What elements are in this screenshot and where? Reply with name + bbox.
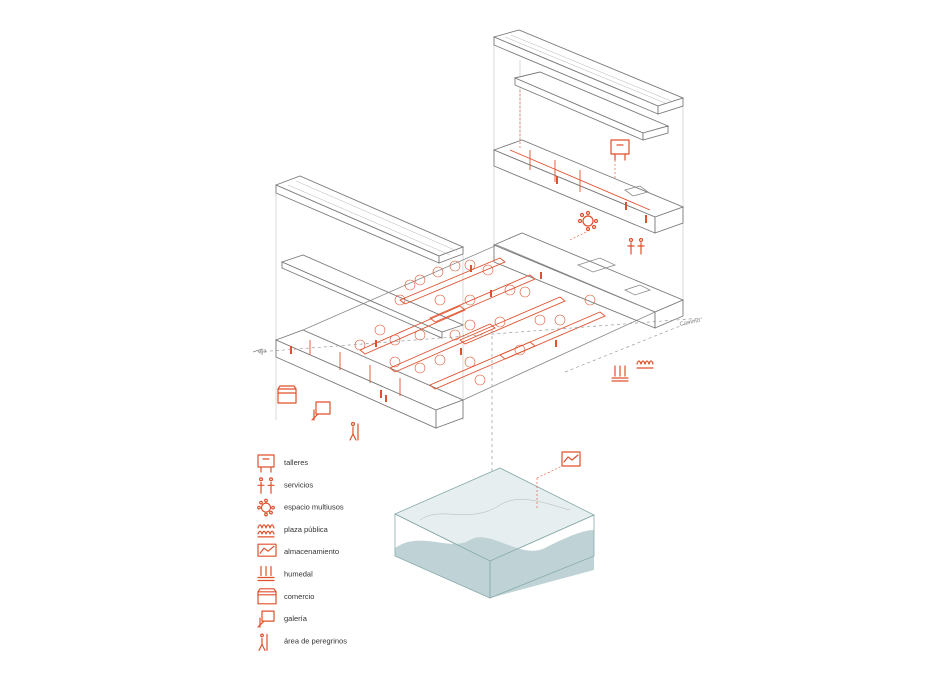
- servicios-icon-diagram: [627, 237, 645, 255]
- legend-label: humedal: [284, 570, 313, 579]
- upper-floor: [492, 139, 685, 234]
- ground-block-right: [492, 232, 685, 329]
- central-plaza: [302, 244, 656, 402]
- legend-item: comercio: [257, 588, 314, 605]
- almacenamiento-icon-diagram: [561, 451, 581, 467]
- legend-label: comercio: [284, 592, 314, 601]
- legend-item: almacenamiento: [257, 543, 339, 557]
- legend-label: galería: [284, 614, 308, 623]
- left-roof-slab: [274, 175, 465, 264]
- talleres-icon-diagram: [610, 139, 630, 161]
- access-axis: Vía Camino: [252, 318, 703, 373]
- espacio-multiusos-icon-diagram: [577, 210, 599, 232]
- galeria-icon-diagram: [311, 401, 331, 421]
- humedal-icon: [257, 565, 275, 582]
- plaza-publica-icon: [257, 524, 275, 538]
- talleres-icon: [257, 454, 275, 473]
- ground-block-left: [274, 329, 465, 429]
- legend-label: servicios: [284, 480, 313, 489]
- left-wing: [274, 175, 465, 429]
- legend-item: área de peregrinos: [258, 633, 347, 652]
- axis-label-right: Camino: [679, 318, 701, 328]
- legend-label: plaza pública: [284, 525, 329, 534]
- comercio-icon: [257, 588, 277, 605]
- legend-item: servicios: [257, 477, 313, 494]
- legend-item: espacio multiusos: [257, 498, 344, 517]
- legend-item: humedal: [257, 565, 313, 582]
- people: [375, 265, 557, 402]
- galeria-icon: [257, 610, 275, 628]
- water-tank: [394, 465, 595, 599]
- legend-item: talleres: [257, 454, 308, 473]
- legend-label: almacenamiento: [284, 547, 339, 556]
- left-middle-slab: [280, 254, 465, 339]
- legend-label: área de peregrinos: [284, 636, 347, 645]
- legend-label: talleres: [284, 458, 308, 467]
- legend-item: galería: [257, 610, 308, 628]
- legend-label: espacio multiusos: [284, 503, 344, 512]
- plaza-publica-icon-diagram: [636, 360, 654, 369]
- roof-slab: [492, 29, 685, 115]
- servicios-icon: [257, 477, 275, 494]
- area-de-peregrinos-icon-diagram: [349, 421, 359, 441]
- legend: talleres servicios espacio multiusos plaza …: [257, 454, 347, 652]
- legend-item: plaza pública: [257, 524, 329, 538]
- comercio-icon-diagram: [277, 385, 297, 404]
- axis-label-left: Vía: [257, 348, 268, 356]
- almacenamiento-icon: [257, 543, 277, 557]
- espacio-multiusos-icon: [257, 498, 275, 517]
- area-de-peregrinos-icon: [258, 633, 268, 652]
- humedal-icon-diagram: [611, 365, 629, 382]
- second-slab: [513, 71, 670, 141]
- right-tower: [492, 29, 685, 329]
